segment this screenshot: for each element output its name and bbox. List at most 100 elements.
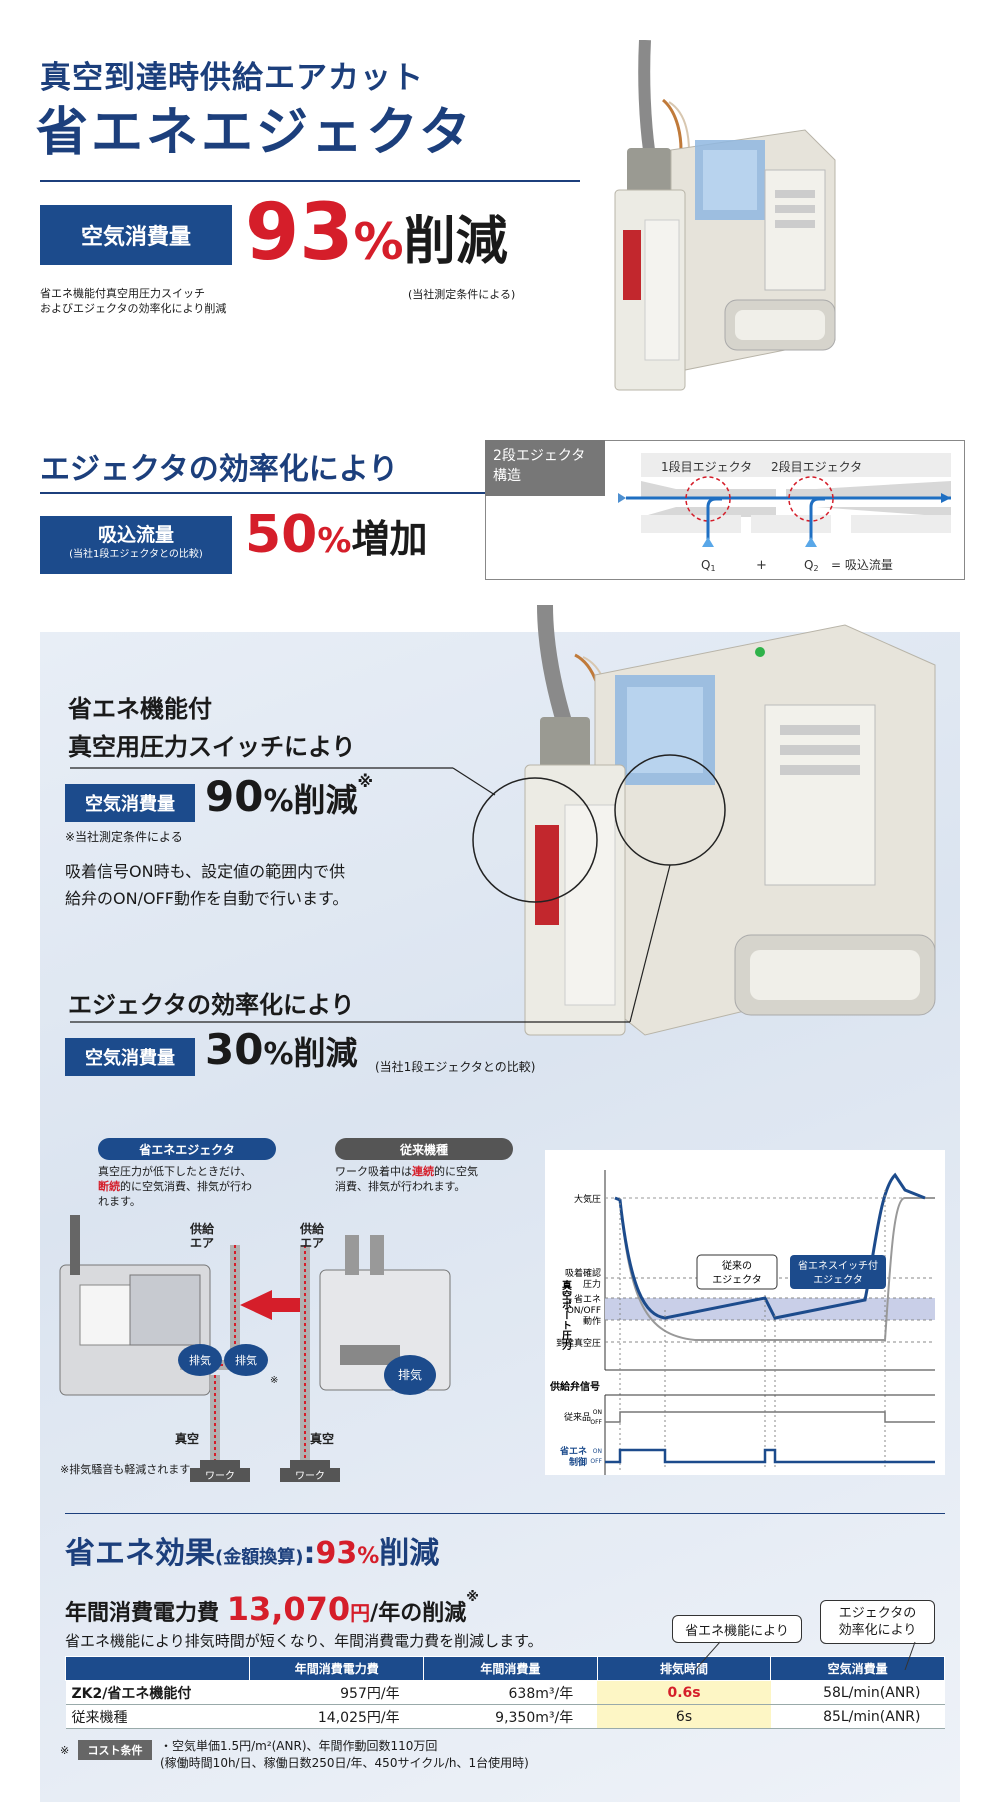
stage1-label: 1段目エジェクタ (661, 459, 752, 474)
signal-label: 供給弁信号 (549, 1380, 600, 1393)
conventional-description: ワーク吸着中は連続的に空気 消費、排気が行われます。 (335, 1164, 545, 1194)
pressure-timing-graph: 従来の エジェクタ 省エネスイッチ付 エジェクタ 真空ポート圧力 大気圧 吸着確… (545, 1150, 945, 1475)
old-on-label: ON (593, 1409, 602, 1416)
ejector-structure-title-1: 2段エジェクタ (493, 448, 586, 464)
table-cell: 58L/min(ANR) (770, 1680, 945, 1705)
switch-heading-line-1: 省エネ機能付 (68, 695, 212, 723)
ejector-structure-title-2: 構造 (493, 468, 521, 484)
table-header-blank (64, 1656, 251, 1681)
product-image-ejector-large (524, 605, 936, 1036)
table-header-exhaust-time: 排気時間 (596, 1656, 772, 1681)
table-row: ZK2/省エネ機能付 957円/年 638m³/年 0.6s 58L/min(A… (65, 1680, 945, 1705)
cost-condition-mark: ※ (60, 1744, 70, 1757)
economy-description: 省エネ機能により排気時間が短くなり、年間消費電力費を削減します。 (65, 1632, 543, 1650)
table-cell: 9,350m³/年 (423, 1704, 598, 1729)
eco-supply-air-1: 供給 (189, 1221, 215, 1236)
reduction-text: 削減 (403, 212, 508, 272)
eco-control-label-1: 省エネ (559, 1445, 587, 1457)
annual-cost-value: 13,070 (226, 1590, 351, 1628)
efficiency-callout: エジェクタの 効率化により (820, 1600, 935, 1644)
switch-consumption-label: 空気消費量 (65, 784, 195, 822)
eco-op-label-1: 省エネ (574, 1293, 601, 1305)
suction-increase-value: 50 (245, 505, 318, 565)
switch-reduction-value: 90 (205, 772, 264, 821)
old-product-label: 従来品 (564, 1411, 591, 1423)
table-cell: 85L/min(ANR) (770, 1704, 945, 1729)
ejector-consumption-label: 空気消費量 (65, 1038, 195, 1076)
annual-cost-label: 年間消費電力費 (65, 1601, 220, 1626)
continuous-word: 連続 (412, 1165, 434, 1178)
comparison-diagram: ワーク 排気 排気 ※ 供給 エア 真空 ワーク 排気 供給 エア 真空 ※排気… (59, 1215, 451, 1482)
callout-pointers (694, 1641, 916, 1670)
economy-divider (65, 1513, 945, 1514)
table-cell: 14,025円/年 (249, 1704, 424, 1729)
old-supply-air-1: 供給 (299, 1221, 325, 1236)
ejector-structure-title: 2段エジェクタ 構造 (485, 440, 605, 496)
table-cell-highlight: 0.6s (597, 1680, 771, 1705)
callout-eco-ejector-2: エジェクタ (813, 1274, 863, 1286)
eco-ejector-pill: 省エネエジェクタ (98, 1138, 276, 1160)
switch-reduction-text: 削減 (293, 781, 358, 819)
economy-heading-unit: % (357, 1544, 380, 1569)
eco-vacuum-label: 真空 (175, 1431, 199, 1446)
eco-function-callout: 省エネ機能により (672, 1615, 802, 1643)
table-header-air-consumption: 空気消費量 (770, 1656, 945, 1681)
reduction-unit: % (353, 213, 404, 271)
old-exhaust-label: 排気 (398, 1367, 422, 1382)
old-desc-line-2: 消費、排気が行われます。 (335, 1180, 466, 1193)
suction-flow-label-sub: (当社1段エジェクタとの比較) (69, 549, 203, 560)
stage2-label: 2段目エジェクタ (771, 459, 862, 474)
ejector-feature-heading: エジェクタの効率化により (68, 991, 355, 1019)
switch-feature-heading: 省エネ機能付 真空用圧力スイッチにより (68, 690, 356, 766)
old-desc-line-1: ワーク吸着中は連続的に空気 (335, 1165, 478, 1178)
ejector-reduction-headline: 30%削減 (205, 1025, 358, 1074)
y-axis-label: 真空ポート圧力 (560, 1279, 572, 1351)
switch-description-line-1: 吸着信号ON時も、設定値の範囲内で供 (65, 862, 346, 881)
reduction-note: 省エネ機能付真空用圧力スイッチ およびエジェクタの効率化により削減 (40, 286, 300, 316)
eco-op-label-2: ON/OFF (567, 1306, 601, 1316)
equals-suction-flow: = 吸込流量 (831, 558, 893, 572)
table-cell: 957円/年 (249, 1680, 424, 1705)
reduction-headline: 93%削減 (245, 188, 508, 287)
economy-heading-colon: : (303, 1536, 316, 1571)
eco-op-label-3: 動作 (583, 1315, 601, 1327)
ejector-reduction-unit: % (263, 1037, 294, 1072)
table-header-row: 年間消費電力費 年間消費量 排気時間 空気消費量 (64, 1656, 945, 1681)
eco-control-label-2: 制御 (569, 1456, 587, 1468)
eco-work-label: ワーク (205, 1470, 235, 1482)
eco-desc-line-1: 真空圧力が低下したときだけ、 (98, 1165, 252, 1178)
consumption-label: 空気消費量 (40, 205, 232, 265)
reduction-value: 93 (245, 188, 354, 278)
old-work-label: ワーク (295, 1470, 325, 1482)
economy-heading-main: 省エネ効果 (65, 1536, 215, 1571)
confirm-label-2: 圧力 (583, 1278, 601, 1290)
callout-leader-lines (70, 754, 726, 1023)
suction-increase-headline: 50%増加 (245, 505, 427, 565)
callout-eco-ejector-1: 省エネスイッチ付 (798, 1259, 878, 1272)
table-header-annual-consumption: 年間消費量 (423, 1656, 598, 1681)
switch-reduction-headline: 90%削減※ (205, 772, 373, 821)
cost-condition-text: ・空気単価1.5円/m²(ANR)、年間作動回数110万回 (稼働時間10h/日… (160, 1738, 529, 1772)
ejector-structure-diagram: 1段目エジェクタ 2段目エジェクタ Q1 + Q2 = 吸込流量 (618, 453, 951, 573)
efficiency-divider (40, 492, 485, 494)
confirm-label-1: 吸着確認 (565, 1267, 601, 1279)
exhaust-footnote-mark: ※ (270, 1375, 278, 1386)
switch-reduction-note: ※当社測定条件による (65, 830, 183, 844)
switch-heading-line-2: 真空用圧力スイッチにより (68, 733, 356, 761)
callout-old-ejector-2: エジェクタ (712, 1274, 762, 1286)
plus-sign: + (756, 558, 767, 573)
title-divider (40, 180, 580, 182)
product-image-ejector (614, 40, 836, 391)
eco-off-label: OFF (590, 1458, 602, 1465)
page-title: 省エネエジェクタ (36, 103, 474, 163)
measurement-note: (当社測定条件による) (408, 288, 516, 301)
table-row: 従来機種 14,025円/年 9,350m³/年 6s 85L/min(ANR) (65, 1704, 945, 1729)
suction-increase-unit: % (317, 521, 352, 561)
annual-cost-unit: 円 (350, 1601, 371, 1625)
note-line-1: 省エネ機能付真空用圧力スイッチ (40, 287, 205, 300)
annual-cost-suffix: /年の削減 (370, 1601, 467, 1626)
economy-heading-paren: (金額換算) (215, 1547, 304, 1568)
old-supply-air-2: エア (300, 1236, 324, 1250)
eco-ejector-description: 真空圧力が低下したときだけ、 断続的に空気消費、排気が行わ れます。 (98, 1164, 308, 1209)
economy-heading-value: 93 (315, 1536, 358, 1571)
